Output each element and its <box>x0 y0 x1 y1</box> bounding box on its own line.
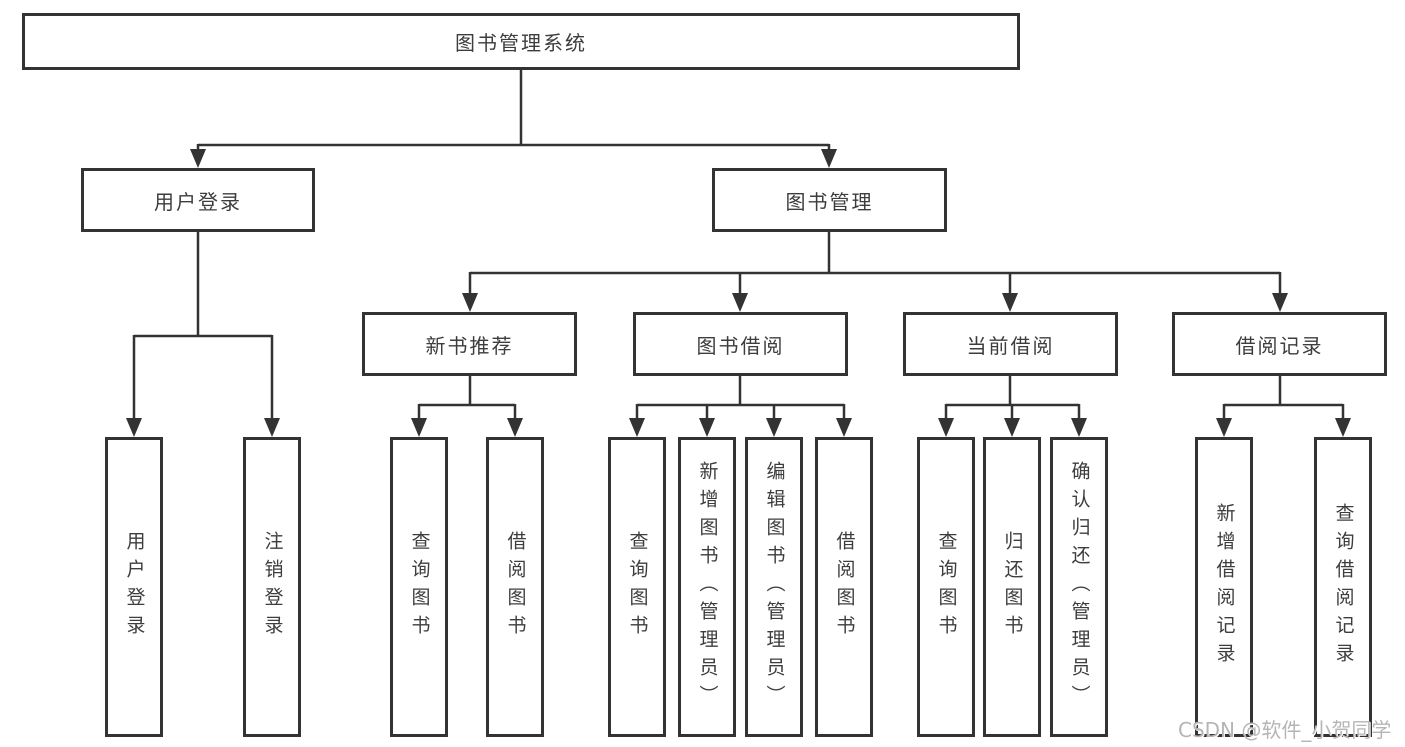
node-label: 借阅图书 <box>833 531 856 643</box>
node-label: 确认归还（管理员） <box>1068 461 1091 713</box>
leaf-query-books-recommend: 查询图书 <box>390 437 448 737</box>
node-label: 查询图书 <box>935 531 958 643</box>
node-user-login: 用户登录 <box>81 168 315 232</box>
node-label: 用户登录 <box>154 189 242 214</box>
node-label: 借阅记录 <box>1235 333 1324 358</box>
node-borrow-records: 借阅记录 <box>1172 312 1387 376</box>
node-label: 图书管理系统 <box>455 31 587 55</box>
leaf-query-borrow-record: 查询借阅记录 <box>1314 437 1372 737</box>
leaf-logout: 注销登录 <box>243 437 301 737</box>
node-label: 归还图书 <box>1001 531 1024 643</box>
leaf-add-borrow-record: 新增借阅记录 <box>1195 437 1253 737</box>
leaf-return-books: 归还图书 <box>983 437 1041 737</box>
leaf-borrow-books: 借阅图书 <box>815 437 873 737</box>
node-label: 图书管理 <box>785 189 874 214</box>
node-current-borrow: 当前借阅 <box>903 312 1118 376</box>
node-new-book-recommend: 新书推荐 <box>362 312 577 376</box>
leaf-add-book-admin: 新增图书（管理员） <box>678 437 736 737</box>
leaf-edit-book-admin: 编辑图书（管理员） <box>745 437 803 737</box>
leaf-query-books-current: 查询图书 <box>917 437 975 737</box>
watermark: CSDN @软件_小贺同学 <box>1178 718 1392 742</box>
leaf-query-books-borrow: 查询图书 <box>608 437 666 737</box>
node-label: 注销登录 <box>261 531 284 643</box>
node-label: 借阅图书 <box>504 531 527 643</box>
arrowheads <box>126 149 1351 437</box>
leaf-user-login: 用户登录 <box>105 437 163 737</box>
node-label: 查询借阅记录 <box>1332 503 1355 671</box>
leaf-borrow-books-recommend: 借阅图书 <box>486 437 544 737</box>
node-label: 新增借阅记录 <box>1213 503 1236 671</box>
node-library-system: 图书管理系统 <box>22 13 1020 70</box>
node-book-management: 图书管理 <box>712 168 947 232</box>
node-book-borrow: 图书借阅 <box>633 312 848 376</box>
node-label: 图书借阅 <box>696 333 785 358</box>
node-label: 查询图书 <box>408 531 431 643</box>
node-label: 查询图书 <box>626 531 649 643</box>
leaf-confirm-return-admin: 确认归还（管理员） <box>1050 437 1108 737</box>
node-label: 当前借阅 <box>966 333 1055 358</box>
node-label: 用户登录 <box>123 531 146 643</box>
node-label: 新书推荐 <box>425 333 514 358</box>
node-label: 新增图书（管理员） <box>696 461 719 713</box>
node-label: 编辑图书（管理员） <box>763 461 786 713</box>
